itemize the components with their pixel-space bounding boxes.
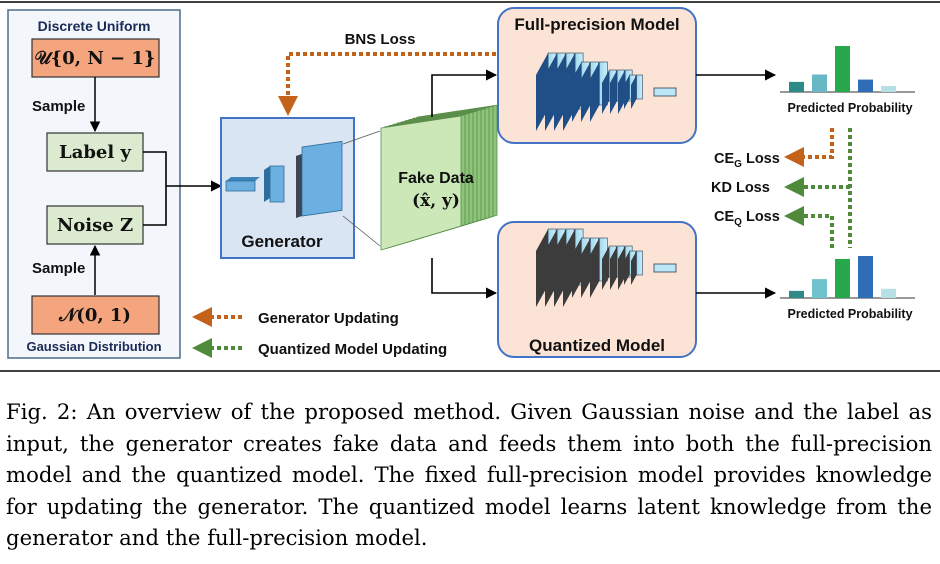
- fake-data-title: Fake Data: [398, 170, 474, 187]
- fake-data-formula: (x̂, y): [412, 191, 460, 211]
- predicted-probability-bottom: Predicted Probability: [787, 307, 912, 321]
- histogram-bar: [881, 86, 896, 92]
- quantized-model: Quantized Model: [497, 221, 697, 358]
- label-y-box: [46, 132, 144, 172]
- network-layer-side: [618, 246, 626, 290]
- network-layer-side: [618, 70, 626, 114]
- network-output-vector: [653, 87, 677, 97]
- gaussian-distribution-title: Gaussian Distribution: [26, 339, 161, 354]
- kd-loss-label: KD Loss: [711, 180, 770, 196]
- network-layer-side: [590, 62, 600, 122]
- histogram-bar: [881, 288, 896, 298]
- network-layer-side: [602, 246, 610, 290]
- network-output-vector: [653, 263, 677, 273]
- discrete-uniform-title: Discrete Uniform: [38, 18, 151, 34]
- input-connector: [143, 151, 223, 226]
- figure-caption: Fig. 2: An overview of the proposed meth…: [6, 399, 932, 550]
- histogram-bar: [789, 290, 804, 298]
- ce-q-loss-label: CEQ Loss: [714, 209, 780, 228]
- legend: Generator Updating Quantized Model Updat…: [192, 307, 447, 358]
- network-layer-side: [624, 75, 630, 109]
- generator-label: Generator: [241, 232, 323, 251]
- quantized-model-label: Quantized Model: [529, 336, 665, 355]
- fork-arrows: [431, 69, 498, 299]
- bns-loss-label: BNS Loss: [345, 31, 416, 48]
- ce-g-loss-label: CEG Loss: [714, 151, 780, 170]
- network-layer-side: [581, 62, 591, 122]
- network-layer-side: [631, 251, 637, 285]
- label-y-text: Label y: [59, 142, 131, 163]
- histogram-quantized: Predicted Probability: [780, 256, 915, 321]
- sample-label-bottom: Sample: [32, 260, 85, 277]
- fake-data-stack: Fake Data (x̂, y): [342, 104, 498, 251]
- generator-block: Generator: [220, 117, 355, 259]
- network-layer-side: [624, 251, 630, 285]
- network-layer-side: [610, 70, 618, 114]
- histogram-full-precision: Predicted Probability: [780, 46, 915, 115]
- histogram-bar: [812, 279, 827, 298]
- network-layer-side: [572, 238, 582, 298]
- network-layer-side: [572, 62, 582, 122]
- noise-z-text: Noise Z: [57, 215, 133, 236]
- histogram-bar: [812, 74, 827, 92]
- bns-loss-arrow: [278, 52, 496, 116]
- normal-formula: 𝒩(0, 1): [58, 305, 131, 326]
- histogram-bar: [835, 258, 850, 298]
- network-layer-side: [610, 246, 618, 290]
- fake-data-sheet: [380, 115, 462, 251]
- histogram-bar: [858, 79, 873, 92]
- full-precision-model-label: Full-precision Model: [514, 15, 679, 34]
- full-precision-model: Full-precision Model: [497, 7, 697, 144]
- uniform-formula: 𝒰{0, N − 1}: [34, 48, 155, 69]
- network-layer-face: [636, 74, 643, 100]
- network-layer-side: [590, 238, 600, 298]
- histogram-bar: [789, 81, 804, 92]
- histogram-bar: [858, 256, 873, 298]
- network-layer-side: [602, 70, 610, 114]
- gaussian-distribution-box: [31, 295, 160, 335]
- network-layer-side: [631, 75, 637, 109]
- legend-quantized-label: Quantized Model Updating: [258, 341, 447, 358]
- network-layer-side: [581, 238, 591, 298]
- predicted-probability-top: Predicted Probability: [787, 101, 912, 115]
- legend-generator-label: Generator Updating: [258, 310, 399, 327]
- histogram-bar: [835, 46, 850, 92]
- sample-label-top: Sample: [32, 98, 85, 115]
- noise-z-box: [46, 205, 144, 245]
- loss-connectors: [784, 128, 852, 248]
- network-layer-face: [636, 250, 643, 276]
- sampling-panel: Discrete Uniform 𝒰{0, N − 1} Sample Labe…: [7, 9, 181, 359]
